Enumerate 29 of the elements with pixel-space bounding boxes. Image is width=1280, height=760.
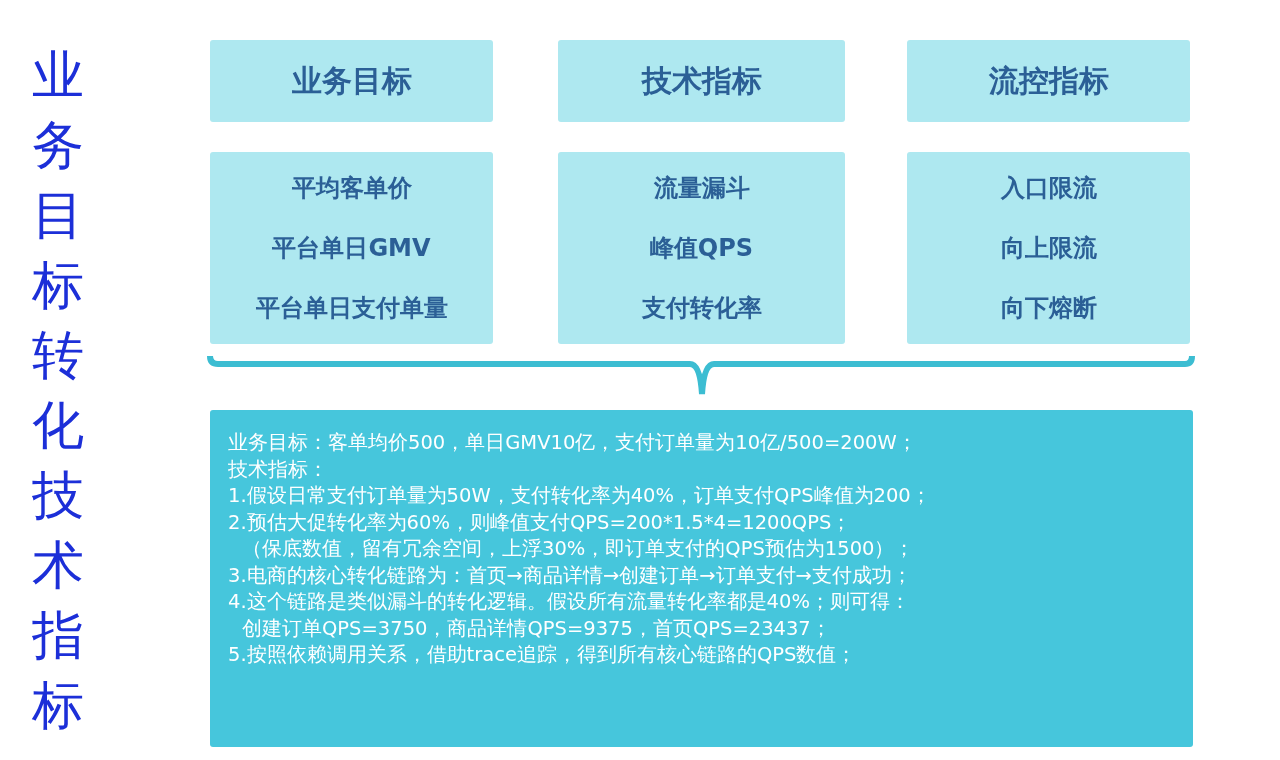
- metric-text: 平台单日支付单量: [255, 293, 448, 324]
- header-box: [210, 40, 493, 122]
- vertical-title: 业务目标转化技术指标: [31, 44, 85, 737]
- metric-text: 支付转化率: [641, 293, 762, 324]
- header-box: [907, 40, 1190, 122]
- metric-text: 峰值QPS: [649, 233, 754, 264]
- note-panel: [210, 410, 1193, 747]
- header-text: 业务目标: [291, 61, 412, 100]
- note-text: （保底数值，留有冗余空间，上浮30%，即订单支付的QPS预估为1500）；: [241, 536, 915, 562]
- metric-text: 入口限流: [1000, 173, 1097, 204]
- note-text: 业务目标：客单均价500，单日GMV10亿，支付订单量为10亿/500=200W；: [228, 430, 917, 456]
- metric-box: [210, 152, 493, 344]
- note-text: 技术指标：: [228, 456, 328, 483]
- header-box: [558, 40, 845, 122]
- note-text: 5.按照依赖调用关系，借助trace追踪，得到所有核心链路的QPS数值；: [228, 642, 857, 668]
- header-text: 技术指标: [641, 61, 762, 100]
- header-text: 流控指标: [988, 61, 1109, 100]
- note-text: 1.假设日常支付订单量为50W，支付转化率为40%，订单支付QPS峰值为200；: [228, 483, 931, 509]
- metric-text: 流量漏斗: [653, 173, 750, 204]
- metric-box: [558, 152, 845, 344]
- note-text: 4.这个链路是类似漏斗的转化逻辑。假设所有流量转化率都是40%；则可得：: [228, 589, 910, 615]
- metric-text: 向下熔断: [1000, 293, 1097, 324]
- metric-text: 向上限流: [1000, 233, 1097, 264]
- metric-box: [907, 152, 1190, 344]
- note-text: 2.预估大促转化率为60%，则峰值支付QPS=200*1.5*4=1200QPS；: [228, 509, 852, 536]
- note-text: 创建订单QPS=3750，商品详情QPS=9375，首页QPS=23437；: [241, 615, 831, 642]
- metric-text: 平均客单价: [291, 173, 412, 204]
- metric-text: 平台单日GMV: [272, 233, 431, 264]
- note-text: 3.电商的核心转化链路为：首页→商品详情→创建订单→订单支付→支付成功；: [228, 562, 912, 589]
